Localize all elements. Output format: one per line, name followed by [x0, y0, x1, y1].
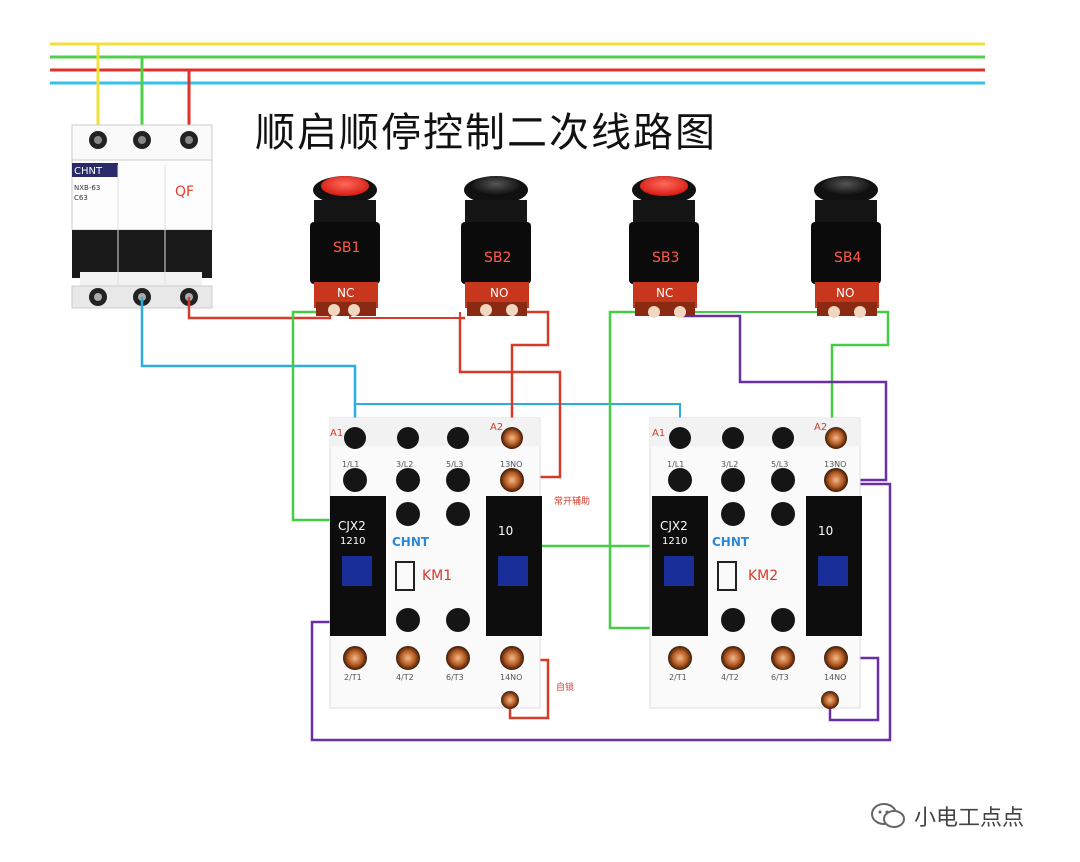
km2-brand: CHNT: [712, 535, 750, 549]
km1-code: 1210: [340, 536, 365, 547]
km2-row1-0: 1/L1: [667, 460, 684, 469]
push-buttons: [310, 176, 881, 318]
contactor-km2: [649, 417, 862, 709]
button-sb3: [629, 176, 699, 318]
km1-row2-3: 14NO: [500, 673, 522, 682]
sb2-label: SB2: [484, 250, 511, 266]
breaker-feed-wires: [96, 44, 191, 135]
sb1-contact: NC: [337, 286, 354, 300]
wechat-icon: [871, 803, 905, 828]
km2-row2-2: 6/T3: [771, 673, 789, 682]
sb3-contact: NC: [656, 286, 673, 300]
km1-row1-3: 13NO: [500, 460, 522, 469]
km2-aux: 10: [818, 524, 833, 538]
button-sb1: [310, 176, 380, 316]
sb4-contact: NO: [836, 286, 854, 300]
km2-a1: A1: [652, 428, 665, 439]
km2-model: CJX2: [660, 519, 688, 533]
sb1-label: SB1: [333, 240, 360, 256]
sb4-label: SB4: [834, 250, 861, 266]
km2-row1-3: 13NO: [824, 460, 846, 469]
bus-lines: [50, 42, 985, 85]
km1-model: CJX2: [338, 519, 366, 533]
button-sb2: [461, 176, 531, 316]
contactor-km1: [329, 417, 542, 709]
km1-a1: A1: [330, 428, 343, 439]
watermark: 小电工点点: [870, 800, 1024, 832]
km1-row1-1: 3/L2: [396, 460, 413, 469]
sb3-label: SB3: [652, 250, 679, 266]
km1-aux: 10: [498, 524, 513, 538]
km2-label: KM2: [748, 568, 778, 584]
km1-side-note: 常开辅助: [554, 495, 590, 507]
km2-a2: A2: [814, 422, 827, 433]
breaker-label: QF: [175, 184, 194, 200]
breaker-rating: C63: [74, 194, 88, 202]
page-title: 顺启顺停控制二次线路图: [255, 110, 717, 156]
km2-row2-3: 14NO: [824, 673, 846, 682]
km1-self-lock-note: 自锁: [556, 681, 574, 693]
km2-row2-1: 4/T2: [721, 673, 739, 682]
km1-a2: A2: [490, 422, 503, 433]
circuit-breaker: [71, 124, 213, 309]
km2-code: 1210: [662, 536, 687, 547]
km1-row2-0: 2/T1: [344, 673, 362, 682]
button-sb4: [811, 176, 881, 318]
km2-row1-1: 3/L2: [721, 460, 738, 469]
breaker-brand: CHNT: [74, 166, 103, 177]
km2-row1-2: 5/L3: [771, 460, 788, 469]
km1-row1-0: 1/L1: [342, 460, 359, 469]
km1-row2-2: 6/T3: [446, 673, 464, 682]
km1-brand: CHNT: [392, 535, 430, 549]
km2-row2-0: 2/T1: [669, 673, 687, 682]
sb2-contact: NO: [490, 286, 508, 300]
km1-label: KM1: [422, 568, 452, 584]
km1-row2-1: 4/T2: [396, 673, 414, 682]
watermark-text: 小电工点点: [914, 806, 1025, 831]
breaker-model: NXB-63: [74, 184, 100, 192]
km1-row1-2: 5/L3: [446, 460, 463, 469]
